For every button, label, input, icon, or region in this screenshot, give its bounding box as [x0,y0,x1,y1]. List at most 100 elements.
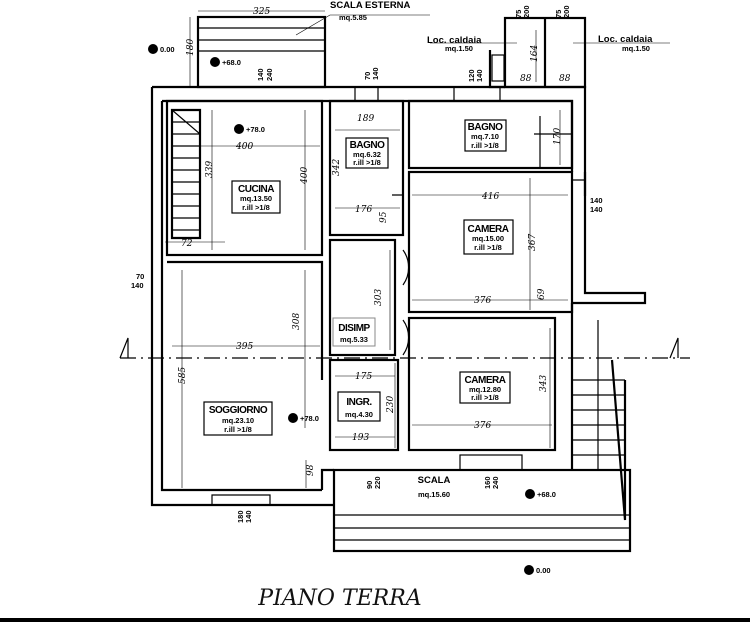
dimension-lines [165,110,568,488]
svg-text:mq.12.80: mq.12.80 [469,385,501,394]
opening: 180 [236,510,245,523]
svg-text:r.ill >1/8: r.ill >1/8 [471,393,499,402]
dim: 585 [178,367,188,384]
dim: 339 [205,161,215,178]
svg-text:mq.5.85: mq.5.85 [339,13,367,22]
opening: 140 [244,510,253,523]
dimensions: 325 180 400 339 400 72 189 342 176 95 17… [178,7,571,476]
openings: 140 240 70 140 120 140 75 200 75 200 140… [131,5,603,523]
dim: 95 [379,211,389,223]
svg-text:CUCINA: CUCINA [238,184,274,195]
svg-text:+68.0: +68.0 [222,58,241,67]
dim: 367 [528,234,538,251]
opening: 90 [365,481,374,489]
svg-text:mq.4.30: mq.4.30 [345,410,373,419]
dim: 325 [253,7,270,17]
dim: 416 [481,192,499,202]
dim: 308 [292,313,302,330]
dim: 376 [474,421,491,431]
scala-esterna [189,10,430,89]
dim: 189 [357,114,374,124]
dim: 400 [235,142,253,152]
dim: 343 [539,375,549,392]
svg-text:+78.0: +78.0 [246,125,265,134]
dim: 180 [186,39,196,56]
opening: 160 [483,476,492,489]
bottom-border [0,618,750,622]
opening: 75 [514,10,523,18]
caldaia-1-label: Loc. caldaia mq.1.50 [427,35,482,53]
svg-text:DISIMP: DISIMP [338,323,370,334]
svg-text:SCALA: SCALA [418,475,451,486]
svg-text:mq.15.60: mq.15.60 [418,490,450,499]
opening: 120 [467,69,476,82]
svg-text:mq.1.50: mq.1.50 [445,44,473,53]
dim: 164 [530,45,540,62]
svg-text:SCALA ESTERNA: SCALA ESTERNA [330,0,411,11]
svg-text:r.ill >1/8: r.ill >1/8 [474,243,502,252]
svg-text:r.ill >1/8: r.ill >1/8 [224,425,252,434]
svg-text:Loc. caldaia: Loc. caldaia [427,35,482,46]
dim: 88 [559,74,571,84]
level-markers: 0.00 +68.0 +78.0 +78.0 +68.0 0.00 [148,44,556,575]
svg-text:BAGNO: BAGNO [350,140,385,151]
opening: 75 [554,10,563,18]
dim: 230 [386,396,396,414]
opening: 70 [363,72,372,80]
svg-text:mq.6.32: mq.6.32 [353,150,381,159]
section-markers [119,337,679,359]
opening: 140 [256,68,265,81]
dim: 98 [306,464,316,476]
svg-text:mq.5.33: mq.5.33 [340,335,368,344]
room-scala-label: SCALA mq.15.60 [418,475,451,499]
svg-text:+68.0: +68.0 [537,490,556,499]
room-soggiorno-label: SOGGIORNO mq.23.10 r.ill >1/8 [203,401,273,436]
opening: 240 [265,68,274,81]
dim: 193 [352,433,369,443]
svg-text:mq.13.50: mq.13.50 [240,194,272,203]
scala-laterale [570,303,627,521]
dim: 175 [355,372,372,382]
room-ingresso-label: INGR. mq.4.30 [337,391,381,422]
svg-text:mq.15.00: mq.15.00 [472,234,504,243]
opening: 140 [131,281,144,290]
room-bagno-1-label: BAGNO mq.6.32 r.ill >1/8 [345,137,389,169]
room-disimpegno-label: DISIMP mq.5.33 [332,317,376,347]
svg-text:r.ill >1/8: r.ill >1/8 [353,158,381,167]
dim: 88 [520,74,532,84]
svg-text:0.00: 0.00 [536,566,551,575]
level-icon [234,124,244,134]
opening: 220 [373,476,382,489]
room-bagno-2-label: BAGNO mq.7.10 r.ill >1/8 [464,119,507,152]
svg-text:Loc. caldaia: Loc. caldaia [598,34,653,45]
dim: 72 [181,239,193,249]
opening: 140 [475,69,484,82]
svg-text:CAMERA: CAMERA [468,224,509,235]
interior-walls [165,86,586,506]
level-icon [525,489,535,499]
dim: 69 [537,288,547,300]
svg-text:BAGNO: BAGNO [468,122,503,133]
dim: 176 [355,205,372,215]
svg-text:0.00: 0.00 [160,45,175,54]
dim: 342 [332,159,342,176]
room-camera-2-label: CAMERA mq.12.80 r.ill >1/8 [459,371,511,404]
level-icon [288,413,298,423]
dim: 170 [553,128,563,145]
opening: 200 [562,5,571,18]
level-icon [524,565,534,575]
svg-text:mq.1.50: mq.1.50 [622,44,650,53]
opening: 140 [590,196,603,205]
opening: 200 [522,5,531,18]
scala-esterna-label: SCALA ESTERNA mq.5.85 [330,0,411,22]
opening: 140 [590,205,603,214]
opening: 140 [371,67,380,80]
dim: 395 [236,342,253,352]
dim: 303 [374,289,384,306]
scala [332,454,632,553]
svg-text:mq.7.10: mq.7.10 [471,132,499,141]
svg-text:r.ill >1/8: r.ill >1/8 [242,203,270,212]
svg-text:+78.0: +78.0 [300,414,319,423]
level-icon [210,57,220,67]
